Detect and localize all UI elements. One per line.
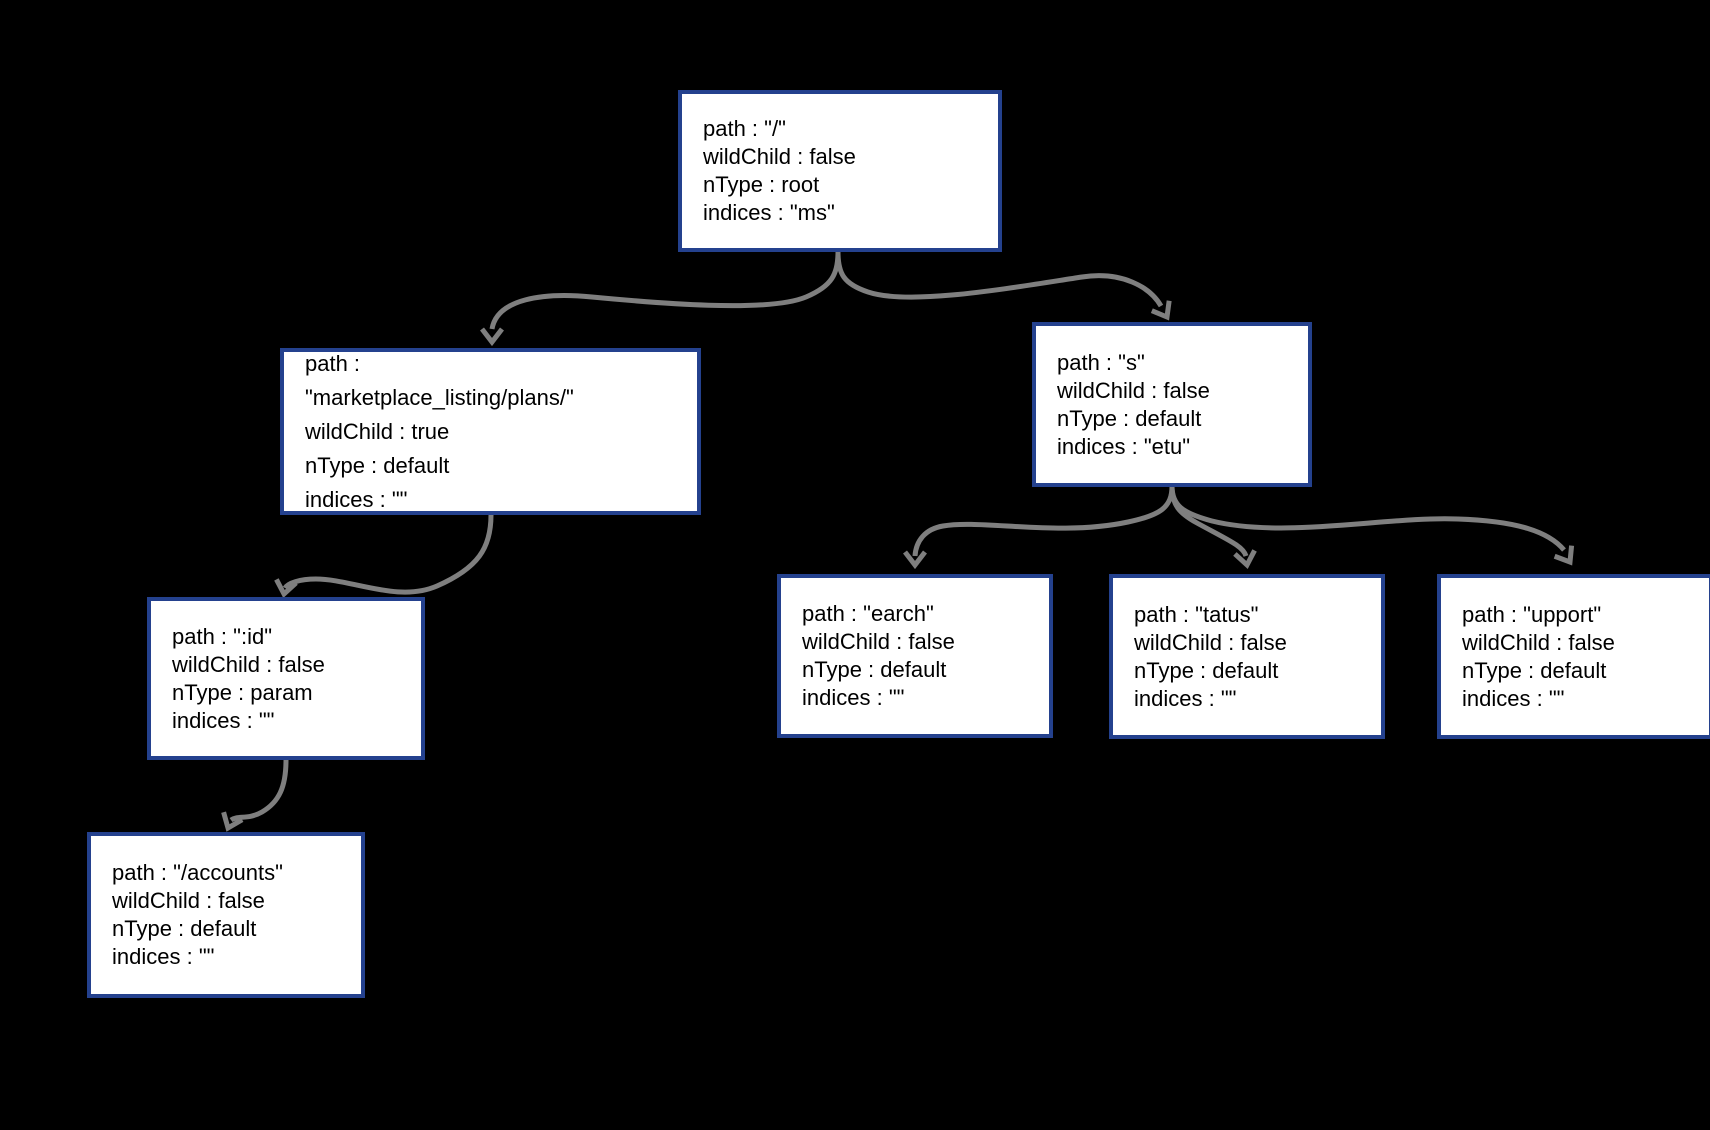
arrowhead-accounts (221, 811, 244, 832)
edge-marketplace-to-id (282, 514, 494, 595)
edge-id-to-accounts (229, 759, 289, 823)
tree-node-upport: path : "upport" wildChild : false nType … (1437, 574, 1710, 739)
node-line-path: path : "tatus" (1134, 601, 1259, 627)
tree-node-s: path : "s" wildChild : false nType : def… (1032, 322, 1312, 487)
edge-s-to-earch (912, 485, 1175, 557)
node-line-path: path : "/accounts" (112, 860, 283, 885)
node-line-indices: indices : "" (802, 685, 905, 710)
tree-node-id-param: path : ":id" wildChild : false nType : p… (147, 597, 425, 760)
tree-node-accounts: path : "/accounts" wildChild : false nTy… (87, 832, 365, 998)
tree-node-root: path : "/" wildChild : false nType : roo… (678, 90, 1002, 252)
tree-node-tatus: path : "tatus" wildChild : false nType :… (1109, 574, 1385, 739)
node-line-wildchild: wildChild : false (802, 629, 955, 654)
node-line-path: path : "upport" (1462, 601, 1602, 627)
node-line-indices: indices : "etu" (1057, 433, 1191, 459)
node-line-ntype: nType : root (703, 172, 820, 197)
node-line-ntype: nType : param (172, 679, 313, 705)
node-line-wildchild: wildChild : false (172, 651, 325, 677)
node-line-path-value: "marketplace_listing/plans/" (305, 384, 574, 410)
edge-root-to-marketplace (489, 251, 841, 330)
node-line-wildchild: wildChild : false (1462, 629, 1615, 655)
node-line-ntype: nType : default (802, 657, 947, 682)
node-line-ntype: nType : default (112, 916, 257, 941)
node-line-indices: indices : "" (1134, 685, 1237, 711)
node-line-path: path : (305, 350, 361, 376)
node-line-path: path : "s" (1057, 349, 1145, 375)
node-line-wildchild: wildChild : true (305, 418, 450, 444)
node-line-indices: indices : "" (112, 944, 215, 969)
node-line-indices: indices : "" (305, 486, 408, 512)
node-line-indices: indices : "" (172, 707, 275, 733)
tree-node-earch: path : "earch" wildChild : false nType :… (777, 574, 1053, 738)
edge-s-to-upport (1169, 485, 1566, 552)
node-line-wildchild: wildChild : false (1134, 629, 1287, 655)
tree-node-marketplace-listing-plans: path : "marketplace_listing/plans/" wild… (280, 348, 701, 515)
arrowhead-s (1150, 300, 1172, 321)
node-line-indices: indices : "" (1462, 685, 1565, 711)
arrowhead-marketplace (480, 327, 504, 347)
node-line-wildchild: wildChild : false (703, 144, 856, 169)
node-line-ntype: nType : default (1134, 657, 1279, 683)
arrowhead-id (274, 578, 298, 599)
node-line-wildchild: wildChild : false (1057, 377, 1210, 403)
node-line-ntype: nType : default (1057, 405, 1202, 431)
arrowhead-earch (903, 550, 927, 570)
node-line-path: path : "earch" (802, 601, 934, 626)
node-line-ntype: nType : default (305, 452, 450, 478)
node-line-indices: indices : "ms" (703, 200, 835, 225)
arrowhead-upport (1553, 545, 1575, 566)
node-line-path: path : ":id" (172, 623, 273, 649)
node-line-wildchild: wildChild : false (112, 888, 265, 913)
edge-root-to-s (835, 251, 1164, 308)
node-line-path: path : "/" (703, 116, 786, 141)
arrowhead-tatus (1233, 549, 1257, 570)
node-line-ntype: nType : default (1462, 657, 1607, 683)
